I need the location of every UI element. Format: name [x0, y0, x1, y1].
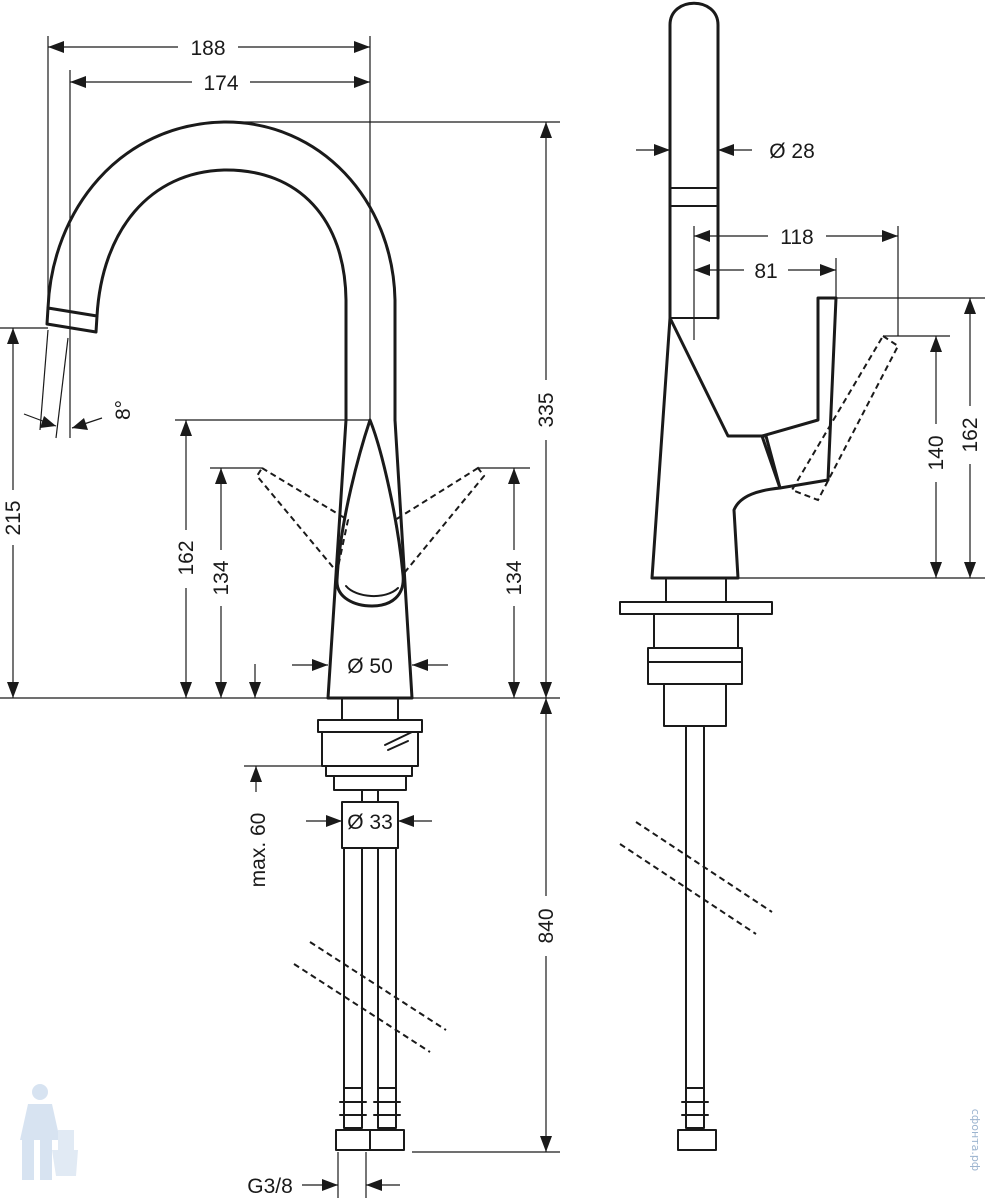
dim-335: 335: [535, 392, 558, 427]
front-view: [45, 120, 486, 1151]
side-hose-fitting: [681, 1087, 709, 1129]
dim-162-side: 162: [959, 417, 982, 452]
side-base-neck: [665, 577, 727, 603]
hose-fitting-right: [373, 1087, 401, 1129]
side-base-plate: [619, 601, 773, 615]
side-lever-dashed: [790, 334, 900, 502]
dim-max60: max. 60: [247, 813, 270, 888]
base-plate: [317, 719, 423, 733]
dim-134-right: 134: [503, 560, 526, 595]
dim-81: 81: [754, 260, 777, 283]
lever-handle: [335, 418, 405, 608]
break-line-2: [293, 963, 431, 1053]
base-washer: [333, 775, 407, 791]
dim-188: 188: [190, 37, 225, 60]
front-dimensions: 188 174 335 215 8° 162: [0, 36, 560, 1198]
base-ring: [325, 765, 413, 777]
dim-215: 215: [2, 500, 25, 535]
hose-nut-right: [369, 1129, 405, 1151]
side-base-washer: [647, 661, 743, 685]
break-line-1: [309, 941, 447, 1031]
side-base-ring: [647, 647, 743, 663]
dim-dia50: Ø 50: [347, 655, 393, 678]
side-body: [650, 316, 782, 580]
side-base-nut: [653, 613, 739, 649]
dim-angle: 8°: [112, 400, 135, 420]
base-bracket: [384, 731, 413, 751]
plumber-mascot-icon: [20, 1084, 78, 1180]
threaded-shank: [341, 801, 399, 849]
spout-inner: [95, 168, 348, 422]
dim-140: 140: [925, 435, 948, 470]
side-break-line-2: [619, 843, 757, 935]
base-neck: [341, 697, 399, 721]
hose-nut-left: [335, 1129, 371, 1151]
dim-174: 174: [203, 72, 238, 95]
spout-tip: [45, 306, 99, 334]
hose-fitting-left: [339, 1087, 367, 1129]
watermark-text: сфонта.рф: [969, 1109, 982, 1171]
side-shank: [663, 683, 727, 727]
handle-right-dashed: [393, 466, 486, 575]
dim-118: 118: [780, 226, 813, 249]
dim-dia33: Ø 33: [347, 811, 393, 834]
side-dimensions: Ø 28 118 81 140 162: [636, 140, 985, 579]
side-aerator: [669, 187, 719, 207]
dim-162-front: 162: [175, 540, 198, 575]
lever-handle-tip: [345, 585, 399, 597]
dim-840: 840: [535, 908, 558, 943]
side-view: [619, 1, 900, 1151]
base-bolt: [361, 789, 379, 803]
dim-dia28: Ø 28: [769, 140, 815, 163]
dim-134-left: 134: [210, 560, 233, 595]
side-hose-nut: [677, 1129, 717, 1151]
side-break-line-1: [635, 821, 773, 913]
handle-left-dashed: [255, 466, 350, 575]
dim-thread: G3/8: [247, 1175, 293, 1198]
side-spout: [668, 1, 720, 320]
